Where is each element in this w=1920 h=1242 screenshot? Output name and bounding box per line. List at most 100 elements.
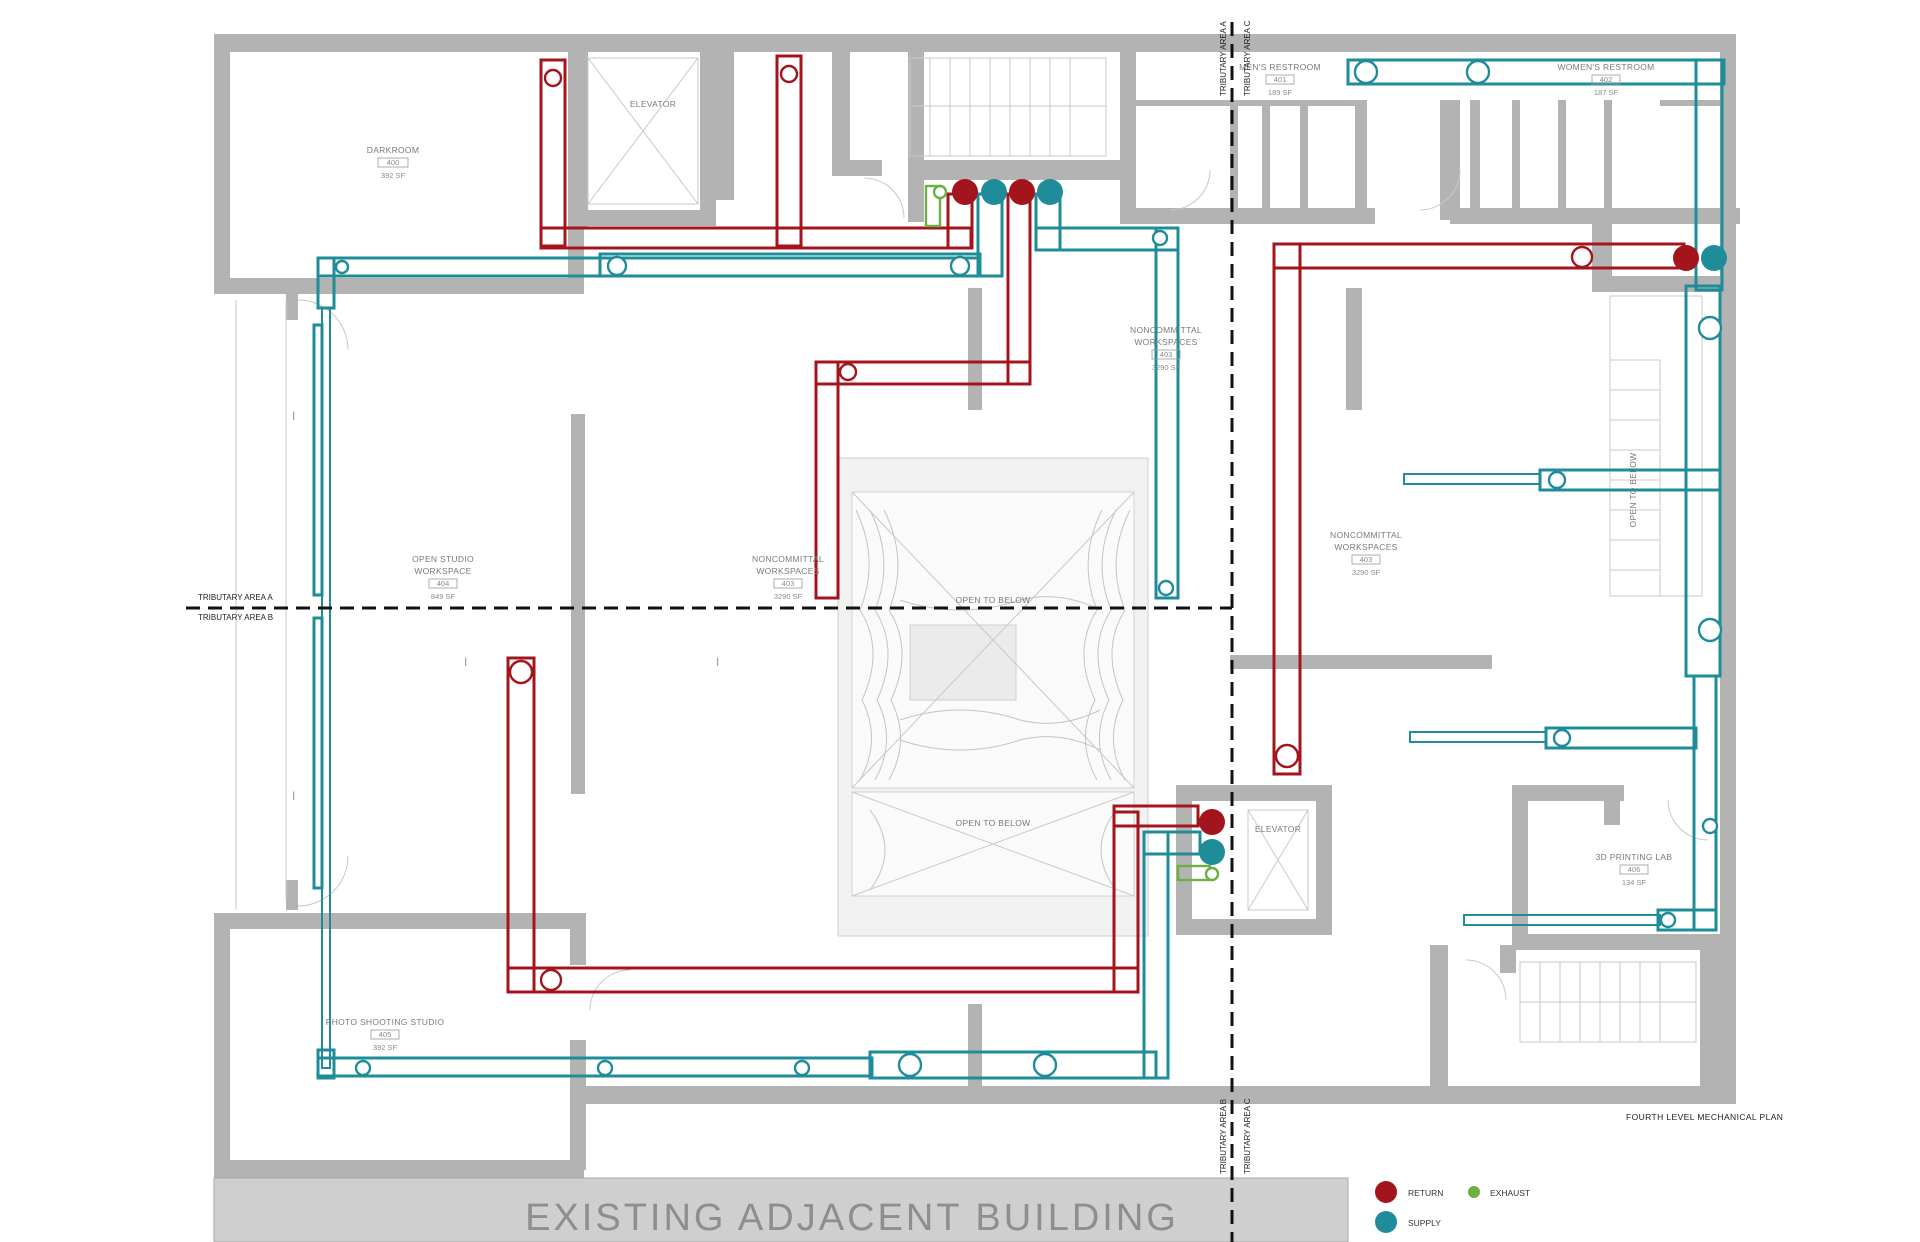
supply-diffuser: [1659, 911, 1677, 929]
room-name: ELEVATOR: [630, 99, 676, 109]
supply-diffuser: [1701, 817, 1719, 835]
legend: RETURN SUPPLY EXHAUST: [1375, 1181, 1530, 1233]
room-area: 189 SF: [1268, 88, 1293, 97]
return-grille: [1570, 245, 1594, 269]
room-name: DARKROOM: [367, 145, 419, 155]
legend-return-label: RETURN: [1408, 1188, 1443, 1198]
room-name: OPEN TO BELOW: [956, 818, 1031, 828]
supply-diffuser: [1697, 315, 1723, 341]
legend-exhaust-swatch: [1468, 1186, 1480, 1198]
return-grille: [779, 64, 799, 84]
room-number: 406: [1628, 865, 1641, 874]
supply-diffuser: [354, 1059, 372, 1077]
return-riser: [952, 179, 978, 205]
return-grille: [838, 362, 858, 382]
room-name: WORKSPACES: [1334, 542, 1397, 552]
room-area: 187 SF: [1594, 88, 1619, 97]
return-riser: [1673, 245, 1699, 271]
room-number: 403: [1360, 555, 1373, 564]
room-name: PHOTO SHOOTING STUDIO: [326, 1017, 445, 1027]
room-name: WOMEN'S RESTROOM: [1557, 62, 1654, 72]
architectural-details: I I I I: [235, 57, 1709, 1043]
room-area: 3290 SF: [774, 592, 803, 601]
supply-diffuser: [606, 255, 628, 277]
supply-diffuser: [1032, 1052, 1058, 1078]
tributary-area-a-label: TRIBUTARY AREA A: [1219, 21, 1228, 96]
tributary-lines: [186, 22, 1234, 1242]
room-name: NONCOMMITTAL: [1330, 530, 1402, 540]
walls: [214, 34, 1740, 1178]
return-grille: [543, 68, 563, 88]
supply-diffuser: [1552, 728, 1572, 748]
atrium-open-to-below: [837, 457, 1149, 937]
svg-text:I: I: [716, 655, 719, 669]
exhaust-riser: [932, 184, 948, 200]
legend-exhaust-label: EXHAUST: [1490, 1188, 1530, 1198]
supply-riser: [1199, 839, 1225, 865]
room-area: 3290 SF: [1352, 568, 1381, 577]
supply-riser: [1037, 179, 1063, 205]
return-ductwork: [506, 54, 1686, 994]
svg-text:I: I: [292, 789, 295, 803]
room-name: NONCOMMITTAL: [752, 554, 824, 564]
risers: [932, 179, 1727, 882]
room-name: OPEN TO BELOW: [1628, 453, 1638, 528]
tributary-area-b-label: TRIBUTARY AREA B: [1219, 1099, 1228, 1174]
supply-diffuser: [897, 1052, 923, 1078]
room-number: 403: [1160, 350, 1173, 359]
room-area: 134 SF: [1622, 878, 1647, 887]
room-number: 402: [1600, 75, 1613, 84]
room-area: 3290 SF: [1152, 363, 1181, 372]
room-number: 405: [379, 1030, 392, 1039]
supply-diffuser: [949, 255, 971, 277]
return-riser: [1199, 809, 1225, 835]
room-name: OPEN STUDIO: [412, 554, 474, 564]
room-name: MEN'S RESTROOM: [1239, 62, 1321, 72]
room-name: ELEVATOR: [1255, 824, 1301, 834]
sheet-title: FOURTH LEVEL MECHANICAL PLAN: [1626, 1112, 1783, 1122]
return-grille: [539, 968, 563, 992]
room-labels: DARKROOM 400 392 SF ELEVATOR MEN'S RESTR…: [326, 62, 1673, 1052]
exhaust-riser: [1204, 866, 1220, 882]
supply-diffuser: [1151, 229, 1169, 247]
supply-ductwork: [312, 58, 1726, 1080]
return-grille: [508, 659, 534, 685]
return-terminals: [508, 64, 1594, 992]
tributary-area-b-label: TRIBUTARY AREA B: [198, 613, 273, 622]
adjacent-building: EXISTING ADJACENT BUILDING: [213, 1177, 1349, 1242]
supply-riser: [1701, 245, 1727, 271]
return-grille: [1274, 743, 1300, 769]
room-area: 849 SF: [431, 592, 456, 601]
supply-diffuser: [596, 1059, 614, 1077]
room-number: 404: [437, 579, 450, 588]
room-name: OPEN TO BELOW: [956, 595, 1031, 605]
room-area: 392 SF: [373, 1043, 398, 1052]
room-area: 392 SF: [381, 171, 406, 180]
room-name: WORKSPACE: [414, 566, 471, 576]
legend-supply-swatch: [1375, 1211, 1397, 1233]
adjacent-building-label: EXISTING ADJACENT BUILDING: [525, 1197, 1179, 1239]
tributary-area-a-label: TRIBUTARY AREA A: [198, 593, 273, 602]
room-name: WORKSPACES: [756, 566, 819, 576]
north-stair: [909, 57, 1107, 157]
supply-diffusers: [334, 59, 1723, 1078]
svg-text:I: I: [292, 409, 295, 423]
svg-text:I: I: [464, 655, 467, 669]
return-riser: [1009, 179, 1035, 205]
east-stair: [1609, 295, 1703, 597]
tributary-area-c-label: TRIBUTARY AREA C: [1243, 1098, 1252, 1174]
room-name: 3D PRINTING LAB: [1596, 852, 1673, 862]
supply-diffuser: [1465, 59, 1491, 85]
supply-diffuser: [1353, 59, 1379, 85]
southeast-stair: [1519, 961, 1697, 1043]
tributary-area-c-label: TRIBUTARY AREA C: [1243, 20, 1252, 96]
room-number: 401: [1274, 75, 1287, 84]
legend-supply-label: SUPPLY: [1408, 1218, 1441, 1228]
legend-return-swatch: [1375, 1181, 1397, 1203]
room-number: 400: [387, 158, 400, 167]
supply-diffuser: [1157, 579, 1175, 597]
tributary-labels: TRIBUTARY AREA A TRIBUTARY AREA B TRIBUT…: [198, 20, 1252, 1174]
supply-diffuser: [334, 259, 350, 275]
room-name: NONCOMMITTAL: [1130, 325, 1202, 335]
